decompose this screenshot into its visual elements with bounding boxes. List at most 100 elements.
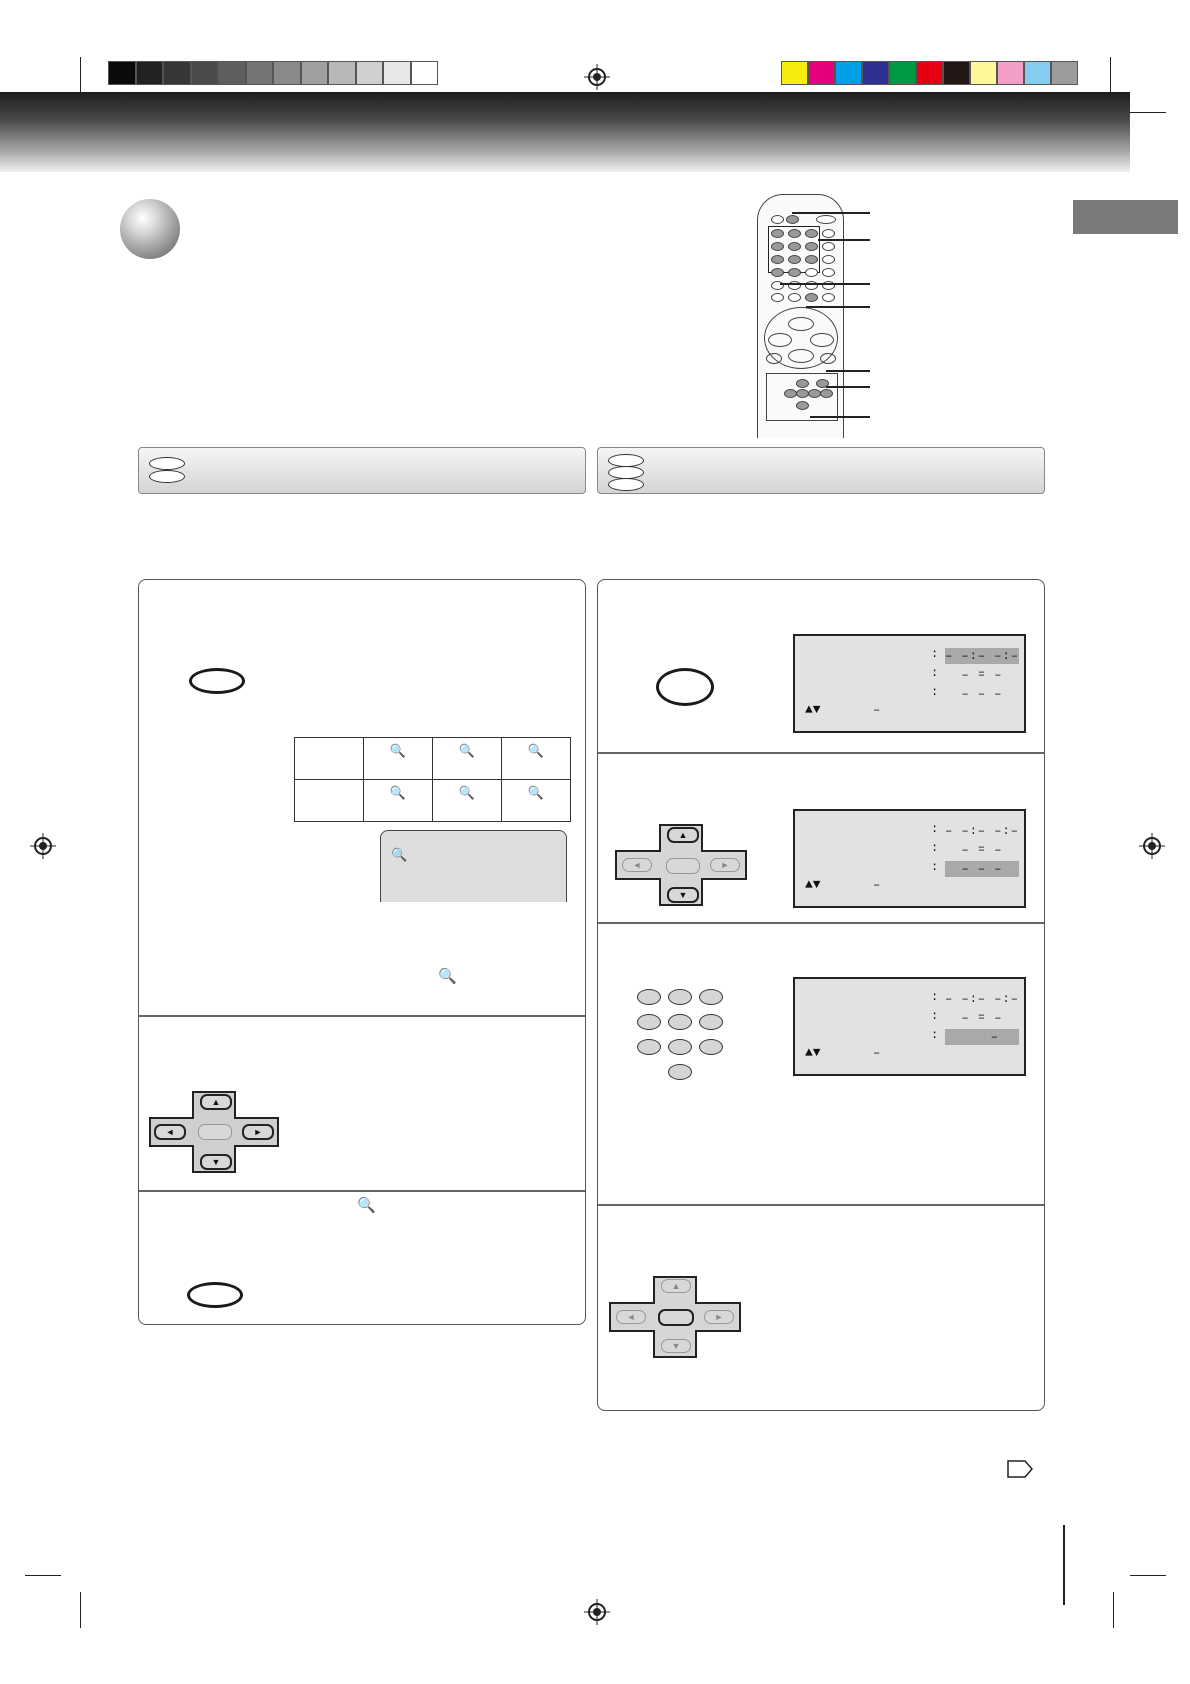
setting-screen-3: ::: – –:– –:– – – – – – ▲▼ – — [793, 977, 1026, 1076]
screen-value: – — [945, 1029, 1019, 1045]
pad-up-button[interactable]: ▲ — [667, 827, 699, 843]
crop-mark — [80, 57, 81, 93]
disc-type-banner-left — [138, 447, 586, 494]
screen-value: – – – — [945, 861, 1019, 877]
remote-button — [786, 215, 799, 224]
gray-swatch — [135, 61, 163, 85]
magnifier-icon: 🔍 — [357, 1197, 376, 1214]
number-keypad[interactable] — [637, 989, 727, 1085]
pad-enter-button[interactable] — [198, 1124, 232, 1140]
gray-swatch — [355, 61, 383, 85]
disc-type-banner-right — [597, 447, 1045, 494]
gray-swatch — [163, 61, 191, 85]
color-swatch — [1024, 61, 1051, 85]
disc-oval-icon — [149, 470, 185, 483]
gray-swatch — [218, 61, 246, 85]
color-swatch — [889, 61, 916, 85]
remote-jog-ring — [764, 307, 838, 369]
registration-target-icon — [1139, 833, 1165, 859]
number-key[interactable] — [699, 1039, 723, 1055]
pad-right-button[interactable]: ► — [710, 858, 740, 872]
magnifier-icon: 🔍 — [389, 785, 407, 800]
registration-target-icon — [584, 64, 610, 90]
gray-swatch — [273, 61, 301, 85]
crop-mark — [1113, 1592, 1114, 1628]
gray-swatch — [410, 61, 438, 85]
callout-line — [780, 283, 870, 285]
number-key[interactable] — [637, 989, 661, 1005]
chapter-sphere-icon — [120, 199, 180, 259]
direction-pad-icon[interactable]: ▲ ▼ ◄ ► — [608, 1275, 742, 1359]
continue-arrow-icon — [1007, 1460, 1033, 1478]
pad-up-button[interactable]: ▲ — [661, 1279, 691, 1293]
pad-left-button[interactable]: ◄ — [616, 1310, 646, 1324]
step-divider — [139, 1015, 585, 1017]
magnifier-icon: 🔍 — [527, 743, 545, 758]
color-swatch — [970, 61, 997, 85]
pad-enter-button[interactable] — [658, 1309, 694, 1326]
step-divider — [139, 1190, 585, 1192]
pad-left-button[interactable]: ◄ — [154, 1124, 186, 1140]
magnifier-icon: 🔍 — [391, 847, 408, 862]
pad-up-button[interactable]: ▲ — [200, 1094, 232, 1110]
step-divider — [598, 752, 1044, 754]
display-button[interactable] — [656, 668, 714, 706]
pad-down-button[interactable]: ▼ — [661, 1339, 691, 1353]
color-swatch — [808, 61, 835, 85]
number-key[interactable] — [668, 1064, 692, 1080]
gray-swatch — [245, 61, 273, 85]
screen-value: – –:– –:– – — [945, 824, 1019, 854]
on-screen-display: 🔍 — [380, 830, 567, 902]
callout-line — [818, 239, 870, 241]
screen-value: – – – — [961, 843, 1003, 857]
number-key[interactable] — [668, 989, 692, 1005]
search-mode-button[interactable] — [189, 668, 245, 694]
color-swatch — [781, 61, 808, 85]
number-key[interactable] — [637, 1039, 661, 1055]
pad-down-button[interactable]: ▼ — [200, 1154, 232, 1170]
number-key[interactable] — [637, 1014, 661, 1030]
search-mode-table: 🔍 🔍 🔍 🔍 🔍 🔍 — [294, 737, 571, 822]
up-down-arrows: ▲▼ — [805, 877, 821, 892]
gray-swatch — [328, 61, 356, 85]
callout-line — [826, 370, 870, 372]
number-key[interactable] — [668, 1039, 692, 1055]
pad-enter-button[interactable] — [666, 858, 700, 874]
pad-left-button[interactable]: ◄ — [622, 858, 652, 872]
number-key[interactable] — [699, 1014, 723, 1030]
crop-mark — [80, 1592, 81, 1628]
number-key[interactable] — [699, 989, 723, 1005]
remote-lower-section — [766, 373, 838, 421]
magnifier-icon: 🔍 — [458, 743, 476, 758]
screen-value: – – – — [961, 687, 1003, 701]
side-tab — [1073, 200, 1178, 234]
color-swatch — [835, 61, 862, 85]
direction-pad-icon[interactable]: ▲ ▼ ◄ ► — [148, 1090, 280, 1174]
return-button[interactable] — [187, 1282, 243, 1308]
callout-line — [806, 306, 870, 308]
screen-value: – –:– –:– – — [945, 648, 1019, 679]
step-divider — [598, 1204, 1044, 1206]
remote-button — [816, 215, 836, 224]
gray-swatch — [190, 61, 218, 85]
magnifier-icon: 🔍 — [389, 743, 407, 758]
number-key[interactable] — [668, 1014, 692, 1030]
disc-oval-icon — [608, 478, 644, 491]
pad-down-button[interactable]: ▼ — [667, 887, 699, 903]
crop-mark — [1130, 112, 1166, 113]
screen-dash: – — [873, 878, 881, 892]
setting-screen-1: ::: – –:– –:– – – – – – – – ▲▼ – — [793, 634, 1026, 733]
direction-pad-icon[interactable]: ▲ ▼ ◄ ► — [614, 823, 748, 907]
setting-screen-2: ::: – –:– –:– – – – – – – – ▲▼ – — [793, 809, 1026, 908]
pad-right-button[interactable]: ► — [704, 1310, 734, 1324]
color-swatch — [916, 61, 943, 85]
callout-line — [792, 212, 870, 214]
crop-mark — [25, 1575, 61, 1576]
up-down-arrows: ▲▼ — [805, 702, 821, 717]
gray-swatch — [383, 61, 411, 85]
screen-dash: – — [873, 703, 881, 717]
callout-line — [810, 416, 870, 418]
pad-right-button[interactable]: ► — [242, 1124, 274, 1140]
color-swatch — [1051, 61, 1078, 85]
registration-target-icon — [584, 1599, 610, 1625]
